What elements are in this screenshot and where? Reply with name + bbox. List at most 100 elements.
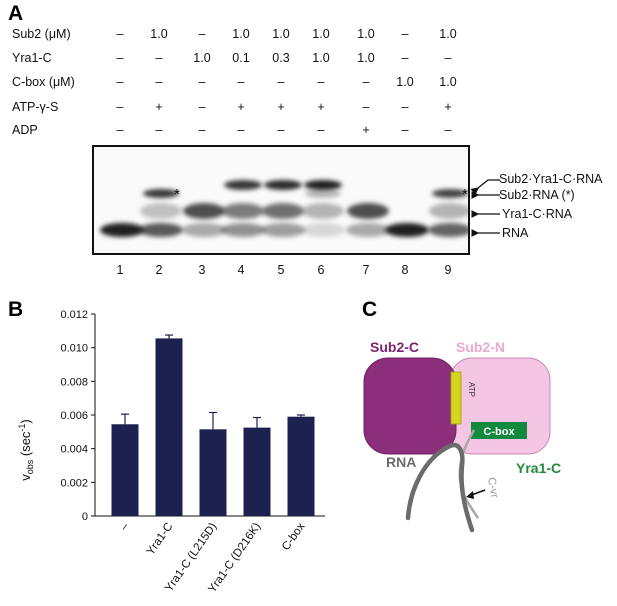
- table-cell: –: [198, 123, 206, 137]
- gel-band-rna: [261, 223, 305, 237]
- asterisk-lane-9: *: [462, 186, 468, 203]
- y-tick-label: 0.004: [60, 444, 88, 456]
- y-tick-label: 0.008: [60, 376, 88, 388]
- table-cell: 1.0: [193, 51, 211, 65]
- sub2-n-label: Sub2-N: [456, 339, 505, 355]
- label-sub2-rna: Sub2·RNA (*): [499, 188, 575, 202]
- label-ternary: Sub2·Yra1-C·RNA: [499, 172, 603, 186]
- gel-band-rna: [428, 223, 468, 237]
- gel-band-yra1: [302, 203, 344, 219]
- bar: [287, 416, 315, 516]
- lane-number: 9: [444, 263, 452, 277]
- lane-number: 3: [198, 263, 206, 277]
- table-cell: –: [317, 123, 325, 137]
- atp-site: [450, 371, 462, 425]
- lane-number: 8: [401, 263, 409, 277]
- gel-band-yra1: [183, 203, 225, 219]
- gel-band-rna: [385, 223, 429, 237]
- atp-label: ATP: [467, 382, 476, 397]
- table-cell: 1.0: [312, 51, 330, 65]
- rna-label: RNA: [386, 454, 416, 470]
- y-tick-label: 0.002: [60, 477, 88, 489]
- table-cell: +: [277, 100, 285, 114]
- row-label: ATP-γ-S: [12, 100, 59, 114]
- sub2-c-domain: [363, 357, 457, 455]
- gel-band-yra1: [429, 203, 468, 219]
- label-rna: RNA: [502, 226, 529, 240]
- gel-band-rna: [346, 223, 390, 237]
- table-cell: +: [155, 100, 163, 114]
- bar: [155, 338, 183, 516]
- y-tick-label: 0: [82, 511, 88, 523]
- row-label: C-box (μM): [12, 75, 75, 89]
- table-cell: 1.0: [272, 27, 290, 41]
- table-cell: +: [362, 123, 370, 137]
- schematic-diagram: ATP C-box Sub2-C Sub2-N RNA Yra1-C C-vr: [363, 339, 561, 533]
- gel-image: [92, 145, 470, 255]
- table-cell: 0.1: [232, 51, 250, 65]
- table-cell: +: [317, 100, 325, 114]
- table-cell: 1.0: [312, 27, 330, 41]
- bar: [199, 429, 227, 516]
- table-cell: –: [198, 75, 206, 89]
- gel-band-yra1: [262, 203, 304, 219]
- gel-band-yra1: [140, 203, 182, 219]
- table-cell: –: [116, 123, 124, 137]
- gel-band-yra1: [347, 203, 389, 219]
- table-cell: 1.0: [232, 27, 250, 41]
- table-cell: +: [444, 100, 452, 114]
- table-cell: –: [198, 27, 206, 41]
- gel-band-ternary: [264, 180, 302, 190]
- arrow-head: [466, 491, 474, 499]
- arrow-ternary: [470, 179, 500, 196]
- lane-number: 4: [237, 263, 245, 277]
- table-cell: 1.0: [150, 27, 168, 41]
- asterisk-lane-2: *: [174, 186, 180, 203]
- row-label: ADP: [12, 123, 38, 137]
- category-label: C-box: [280, 521, 308, 553]
- table-cell: –: [116, 75, 124, 89]
- row-label: Yra1-C: [12, 51, 52, 65]
- lane-number: 2: [155, 263, 163, 277]
- lane-number: 1: [116, 263, 124, 277]
- category-label: Yra1-C: [145, 521, 176, 558]
- category-label: –: [118, 520, 132, 533]
- label-yra1-rna: Yra1-C·RNA: [502, 207, 573, 221]
- bar: [111, 424, 139, 516]
- gel-band-rna: [301, 223, 345, 237]
- table-cell: 1.0: [396, 75, 414, 89]
- table-cell: –: [444, 51, 452, 65]
- gel-band-ternary: [224, 180, 262, 190]
- panel-c-letter: C: [362, 298, 378, 321]
- lane-number: 7: [362, 263, 370, 277]
- y-axis-label: vobs (sec-1): [17, 419, 35, 481]
- table-cell: 1.0: [439, 75, 457, 89]
- table-cell: –: [155, 51, 163, 65]
- lane-number: 5: [277, 263, 285, 277]
- panel-b-letter: B: [8, 298, 24, 321]
- table-cell: 1.0: [357, 27, 375, 41]
- table-cell: –: [401, 123, 409, 137]
- gel-band-rna: [182, 223, 226, 237]
- y-tick-label: 0.010: [60, 343, 88, 355]
- band-arrows: [470, 179, 500, 237]
- table-cell: –: [155, 75, 163, 89]
- y-tick-label: 0.006: [60, 410, 88, 422]
- rna-strand: [405, 442, 475, 533]
- table-cell: –: [116, 27, 124, 41]
- gel-band-rna: [221, 223, 265, 237]
- gel-band-sub2: [305, 188, 341, 198]
- yra1c-label: Yra1-C: [516, 460, 561, 476]
- table-cell: +: [237, 100, 245, 114]
- gel-band-sub2: [432, 188, 468, 198]
- c-vr-label: C-vr: [485, 476, 500, 499]
- table-cell: –: [116, 51, 124, 65]
- table-cell: –: [116, 100, 124, 114]
- panel-a-letter: A: [8, 2, 24, 25]
- table-cell: –: [362, 75, 370, 89]
- table-cell: –: [155, 123, 163, 137]
- table-cell: –: [198, 100, 206, 114]
- lane-number: 6: [317, 263, 325, 277]
- table-cell: –: [401, 27, 409, 41]
